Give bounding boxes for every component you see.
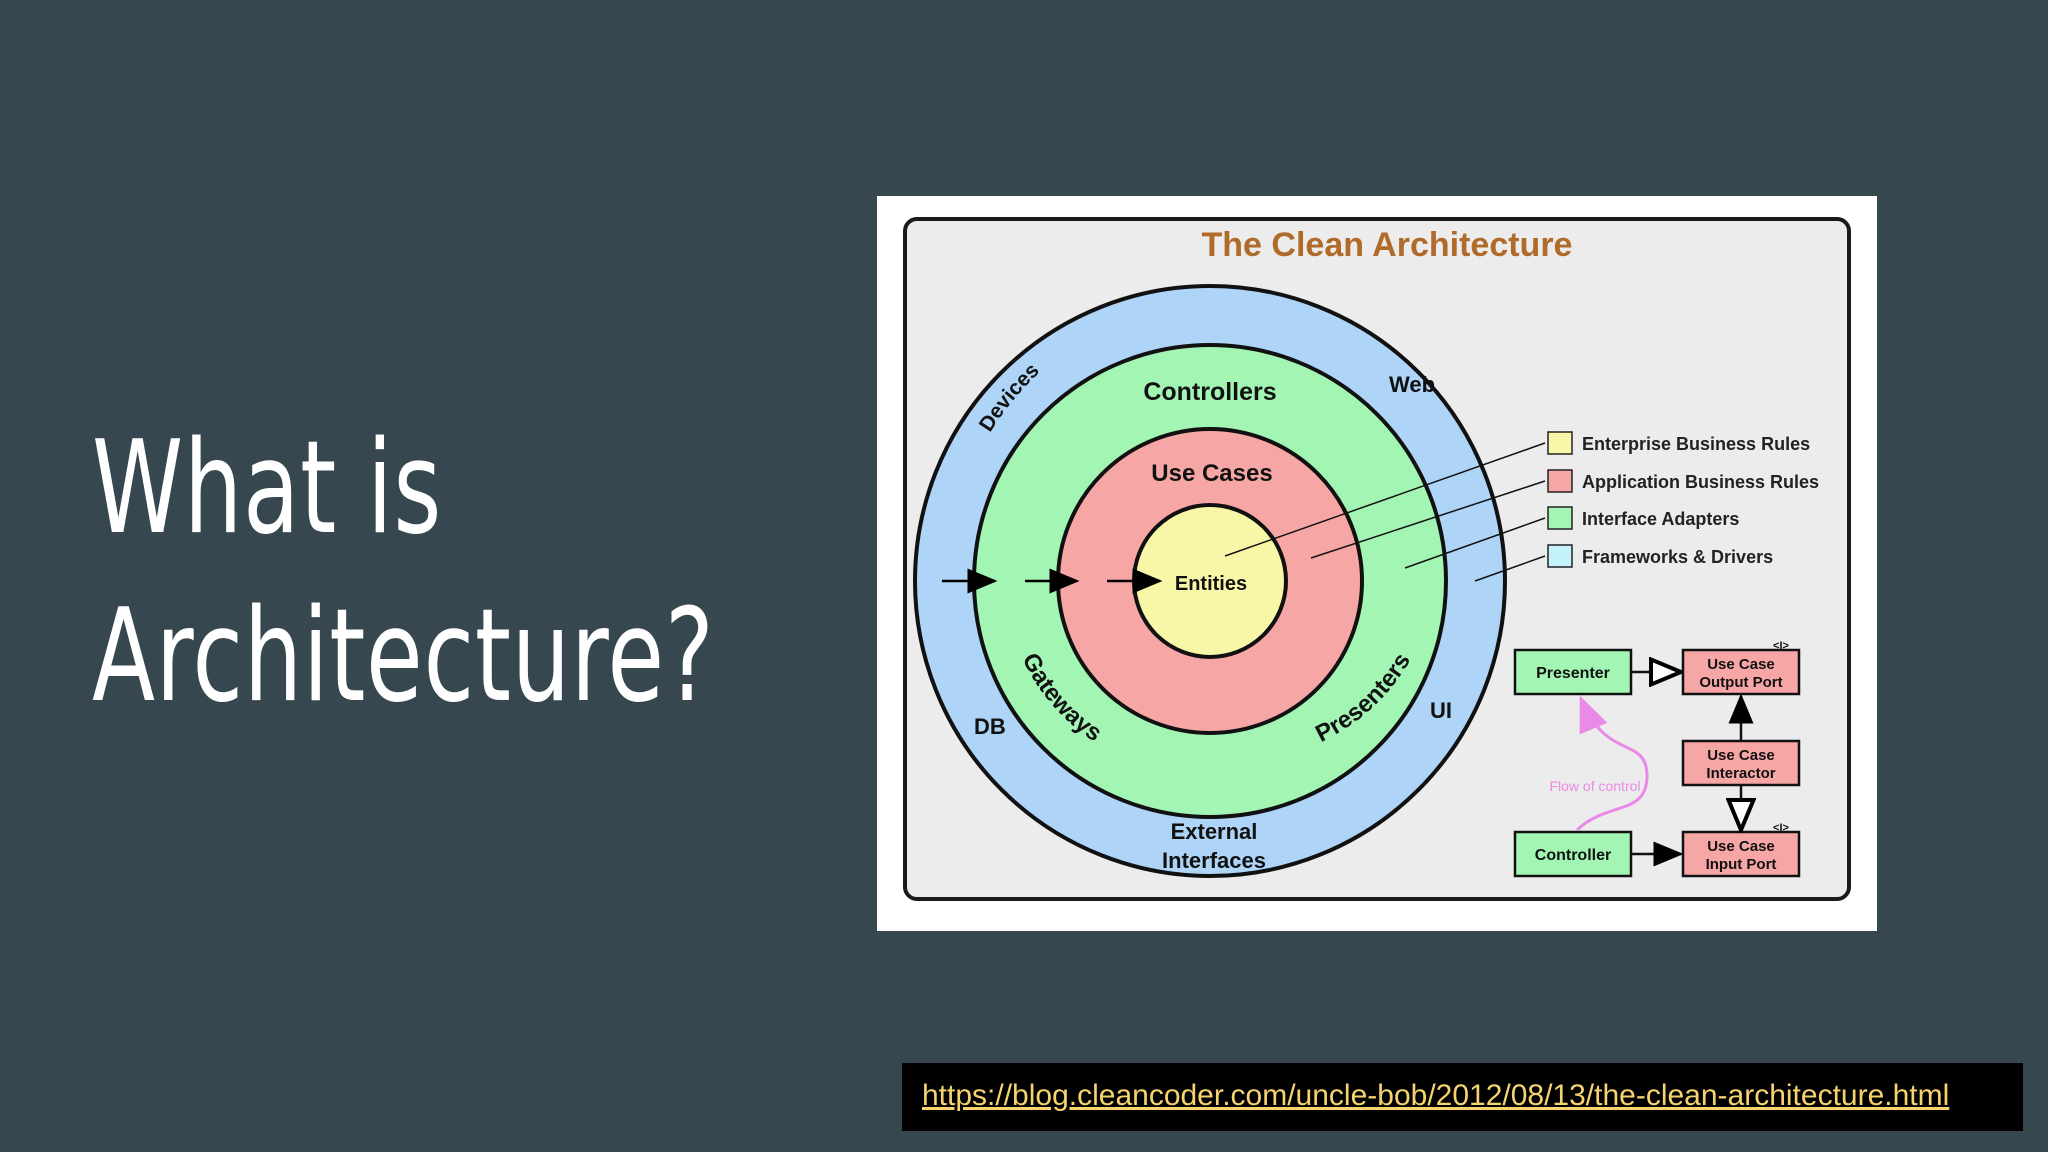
controller-box-label: Controller [1535, 847, 1611, 864]
controller-box [1513, 830, 1633, 878]
external-interfaces-label-1: External [1171, 819, 1258, 844]
clean-architecture-diagram: The Clean Architecture Devices Web DB UI… [877, 196, 1877, 931]
output-port-interface-marker: <I> [1773, 640, 1789, 652]
legend-pointer-frameworks [1474, 555, 1546, 582]
controllers-label: Controllers [1143, 378, 1276, 406]
legend-label-enterprise: Enterprise Business Rules [1582, 434, 1810, 454]
legend-pointer-use-cases [1310, 480, 1546, 559]
ui-label: UI [1430, 698, 1452, 723]
legend: Enterprise Business Rules Application Bu… [1547, 431, 1819, 568]
web-label: Web [1389, 372, 1435, 397]
flow-of-control-label: Flow of control [1549, 778, 1640, 794]
diagram-title: The Clean Architecture [1202, 226, 1573, 264]
legend-label-frameworks: Frameworks & Drivers [1582, 547, 1773, 567]
db-label: DB [974, 714, 1006, 739]
legend-swatch-adapters [1547, 506, 1573, 530]
slide-title-line-1: What is [92, 414, 443, 563]
legend-swatch-enterprise [1547, 431, 1573, 455]
legend-swatch-application [1547, 469, 1573, 493]
diagram-svg: The Clean Architecture Devices Web DB UI… [903, 217, 1851, 901]
output-port-label-1: Use Case [1707, 656, 1775, 673]
input-port-label-2: Input Port [1706, 856, 1777, 873]
interactor-label-2: Interactor [1706, 765, 1775, 782]
input-port-interface-marker: <I> [1773, 822, 1789, 834]
legend-swatch-frameworks [1547, 544, 1573, 568]
source-link[interactable]: https://blog.cleancoder.com/uncle-bob/20… [922, 1079, 1950, 1112]
external-interfaces-label-2: Interfaces [1162, 848, 1266, 873]
flow-of-control-arrow [1575, 695, 1649, 832]
entities-label: Entities [1175, 573, 1247, 595]
source-link-box: https://blog.cleancoder.com/uncle-bob/20… [902, 1063, 2023, 1131]
output-port-label-2: Output Port [1699, 674, 1782, 691]
legend-label-application: Application Business Rules [1582, 472, 1819, 492]
legend-label-adapters: Interface Adapters [1582, 509, 1739, 529]
flow-of-control-diagram: Presenter Controller Use Case Output Por… [1513, 640, 1801, 878]
slide-title: What is Architecture? [92, 405, 714, 741]
use-cases-label: Use Cases [1151, 460, 1272, 487]
input-port-label-1: Use Case [1707, 838, 1775, 855]
presenter-box-label: Presenter [1536, 665, 1610, 682]
presenter-box [1513, 648, 1633, 696]
input-port-box [1681, 830, 1801, 878]
legend-pointer-entities [1224, 442, 1546, 557]
interactor-box [1681, 739, 1801, 787]
interactor-label-1: Use Case [1707, 747, 1775, 764]
slide-title-line-2: Architecture? [92, 582, 715, 731]
legend-pointer-adapters [1404, 517, 1546, 569]
